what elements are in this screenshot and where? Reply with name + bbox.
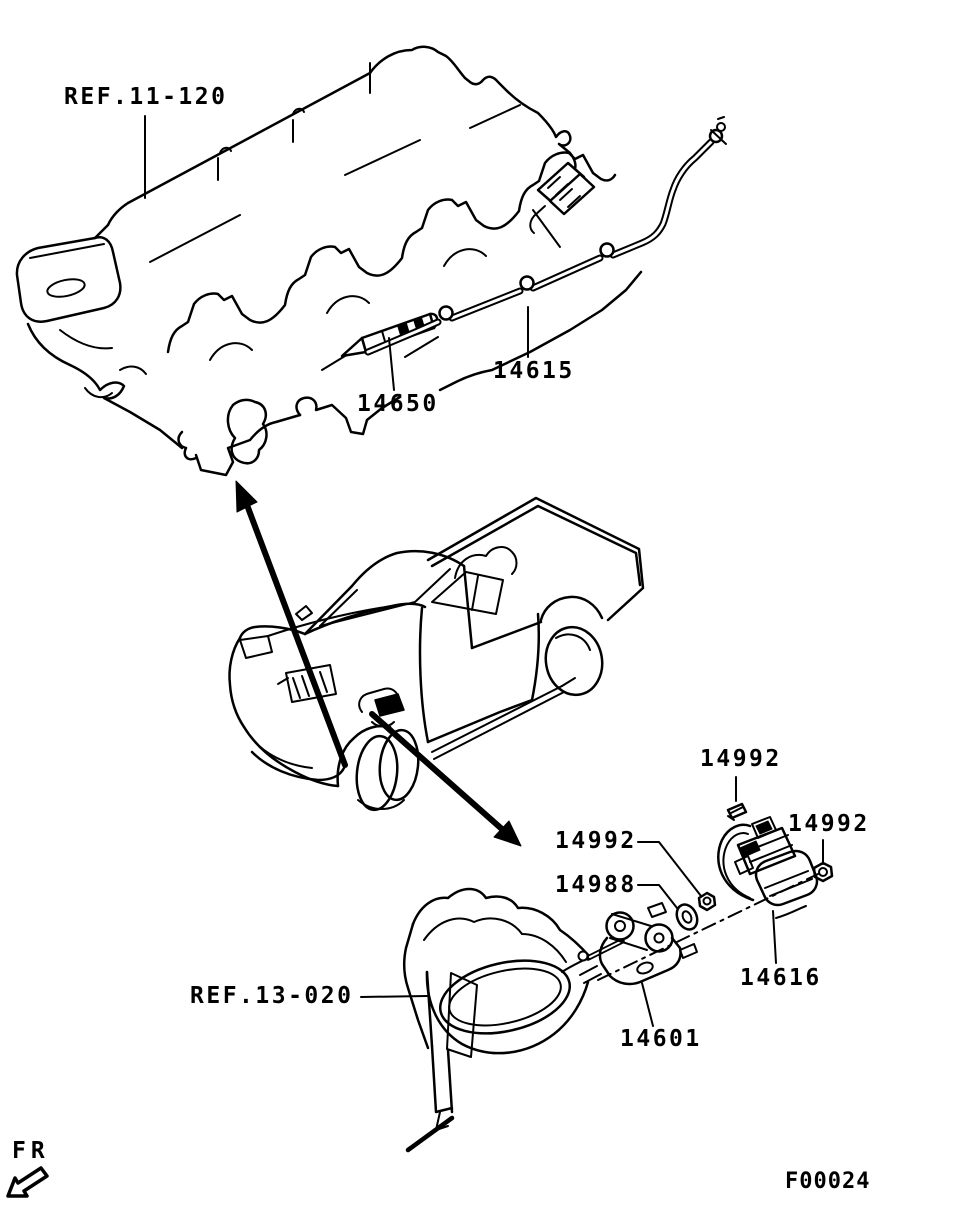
callout-nut-top: 14992 (700, 746, 782, 772)
nut-left-drawing (697, 891, 717, 912)
callout-engine-ref: REF.11-120 (64, 84, 228, 110)
shield-drawing (403, 887, 625, 1153)
front-marker-label: FR (12, 1138, 50, 1164)
fuel-pump-drawing (717, 816, 819, 919)
washer-drawing (675, 903, 699, 931)
engine-location-arrow (235, 480, 348, 768)
figure-code: F00024 (785, 1169, 871, 1194)
callout-shield-ref: REF.13-020 (190, 983, 354, 1009)
callout-washer: 14988 (555, 872, 637, 898)
fuel-leakoff-pipe-drawing (364, 116, 727, 356)
callout-leakoff-pipe: 14615 (493, 358, 575, 384)
truck-drawing (228, 496, 645, 812)
front-direction-arrow (6, 1166, 49, 1198)
clip-drawing (726, 802, 748, 821)
callout-nut-left: 14992 (555, 828, 637, 854)
pump-assembly-drawing (597, 802, 834, 986)
callout-nut-right: 14992 (788, 811, 870, 837)
pump-location-arrow (369, 711, 522, 847)
leader-lines (144, 115, 824, 1027)
engine-assembly-drawing (15, 45, 643, 477)
bracket-drawing (598, 902, 698, 986)
callout-glow-plug: 14650 (357, 391, 439, 417)
callout-bracket: 14601 (620, 1026, 702, 1052)
callout-fuel-pump: 14616 (740, 965, 822, 991)
